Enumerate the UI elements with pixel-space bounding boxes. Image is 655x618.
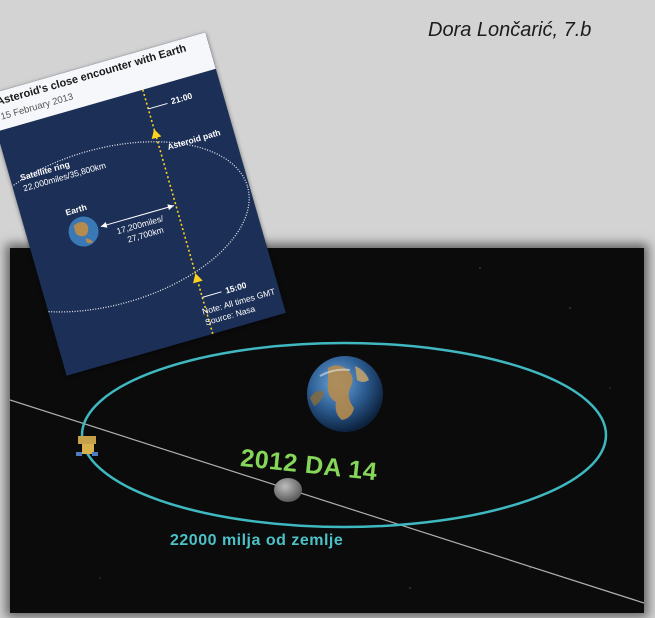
path-arrow-top — [151, 129, 162, 140]
orbit-ring — [80, 341, 608, 529]
satellite-icon — [76, 436, 98, 456]
asteroid-path-line — [10, 399, 644, 604]
asteroid-rock — [274, 478, 302, 502]
author-caption: Dora Lončarić, 7.b — [428, 19, 592, 41]
infographic-diagram — [0, 89, 250, 335]
orbit-distance-label: 22000 milja od zemlje — [170, 532, 344, 549]
path-arrow-bottom — [193, 273, 203, 284]
space-scene — [10, 267, 644, 604]
earth-globe — [307, 356, 383, 432]
infographic-inset: Asteroid's close encounter with Earth 15… — [0, 32, 286, 376]
satellite-ring — [0, 141, 250, 313]
infographic-earth — [68, 216, 99, 247]
distance-arrow — [100, 205, 175, 228]
